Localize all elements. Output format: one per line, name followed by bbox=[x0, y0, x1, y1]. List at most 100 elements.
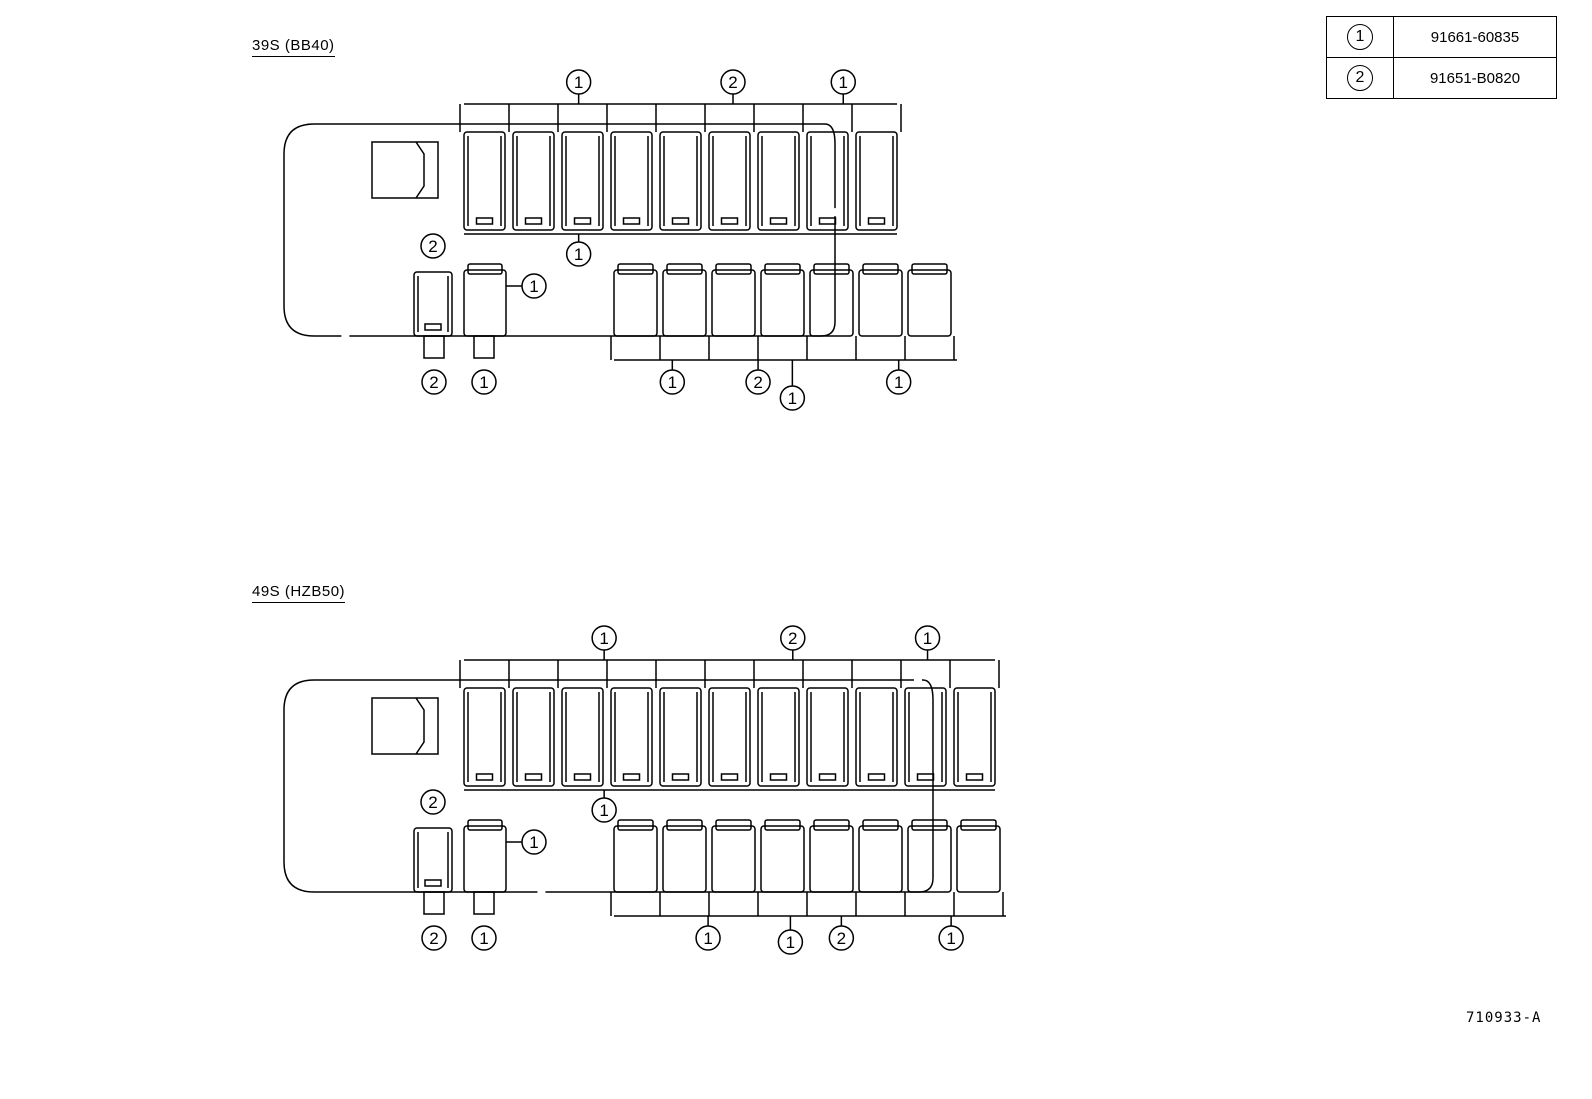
fuse-tab bbox=[720, 217, 739, 225]
callout-lower-left: 2 bbox=[421, 925, 447, 951]
callout-symbol: 2 bbox=[1347, 65, 1373, 91]
fuse-body bbox=[659, 687, 702, 787]
callout-lower-left: 1 bbox=[471, 925, 497, 951]
fuse-body bbox=[659, 131, 702, 231]
fuse-tab bbox=[573, 217, 592, 225]
callout-circle bbox=[421, 925, 447, 951]
fuse bbox=[757, 687, 800, 787]
fuse-body bbox=[561, 687, 604, 787]
callout-lower-right: 1 bbox=[695, 925, 721, 951]
relay-cap bbox=[467, 819, 503, 831]
fuse-tab bbox=[769, 773, 788, 781]
callout-top-bottom: 1 bbox=[565, 241, 592, 267]
callout-number: 2 bbox=[429, 929, 438, 948]
relay bbox=[760, 819, 805, 893]
fuse bbox=[413, 271, 453, 337]
fuse-tab bbox=[524, 217, 543, 225]
diagram-title-39s: 39S (BB40) bbox=[252, 37, 335, 57]
relay-body bbox=[809, 825, 854, 893]
relay-body bbox=[711, 825, 756, 893]
legend-row: 1 91661-60835 bbox=[1326, 16, 1557, 58]
relay-cap bbox=[715, 819, 752, 831]
diagram-title-49s: 49S (HZB50) bbox=[252, 583, 346, 603]
fuse-leg bbox=[473, 891, 495, 915]
relay bbox=[662, 263, 707, 337]
relay-cap bbox=[862, 263, 899, 275]
fuse-tab bbox=[818, 773, 837, 781]
fuse bbox=[512, 687, 555, 787]
fuse-tab bbox=[867, 217, 886, 225]
callout-circle bbox=[471, 925, 497, 951]
fuse bbox=[512, 131, 555, 231]
fuse-body bbox=[757, 131, 800, 231]
figure-reference: 710933-A bbox=[1466, 1010, 1542, 1026]
relay bbox=[662, 819, 707, 893]
relay bbox=[463, 263, 507, 337]
fuse-tab bbox=[424, 879, 442, 887]
callout-number: 1 bbox=[923, 629, 932, 648]
callout-circle bbox=[421, 369, 447, 395]
callout-top: 1 bbox=[914, 625, 941, 651]
relay-body bbox=[956, 825, 1001, 893]
fuse bbox=[806, 131, 849, 231]
callout-number: 2 bbox=[788, 629, 797, 648]
fuse-body bbox=[463, 687, 506, 787]
relay-cap bbox=[666, 819, 703, 831]
fuse bbox=[953, 687, 996, 787]
relay-cap bbox=[617, 263, 654, 275]
main-fuse bbox=[371, 697, 439, 755]
callout-lower-right: 1 bbox=[659, 369, 686, 395]
fuse-leg bbox=[473, 335, 495, 359]
relay-body bbox=[809, 269, 854, 337]
relay bbox=[711, 263, 756, 337]
fuse bbox=[413, 827, 453, 893]
block-outline bbox=[283, 123, 836, 337]
callout-circle bbox=[420, 233, 446, 259]
fuse bbox=[806, 687, 849, 787]
fuse bbox=[463, 131, 506, 231]
fuse bbox=[610, 687, 653, 787]
relay bbox=[809, 263, 854, 337]
relay bbox=[907, 263, 952, 337]
callout-number: 2 bbox=[429, 373, 438, 392]
fuse-tab bbox=[524, 773, 543, 781]
callout-lower-left: 2 bbox=[421, 369, 447, 395]
relay bbox=[858, 263, 903, 337]
fuse-tab bbox=[671, 217, 690, 225]
fuse bbox=[610, 131, 653, 231]
callout-lower-left: 1 bbox=[521, 829, 547, 855]
fuse-tab bbox=[769, 217, 788, 225]
fuse-tab bbox=[424, 323, 442, 331]
callout-symbol: 1 bbox=[1347, 24, 1373, 50]
callout-lower-right: 1 bbox=[938, 925, 964, 951]
fuse-tab bbox=[475, 217, 494, 225]
fuse-tab bbox=[671, 773, 690, 781]
fuse-body bbox=[413, 827, 453, 893]
callout-lower-right: 1 bbox=[885, 369, 912, 395]
callout-top: 2 bbox=[780, 625, 806, 651]
fuse-body bbox=[855, 687, 898, 787]
callout-number: 1 bbox=[574, 245, 583, 264]
relay-body bbox=[613, 825, 658, 893]
relay-body bbox=[463, 269, 507, 337]
callout-lower-left: 2 bbox=[420, 789, 446, 815]
fuse-body bbox=[463, 131, 506, 231]
legend-row: 2 91651-B0820 bbox=[1326, 57, 1557, 99]
fuse-leg bbox=[423, 891, 445, 915]
fuse-tab bbox=[475, 773, 494, 781]
callout-lower-right: 2 bbox=[828, 925, 855, 951]
callout-lower-left: 2 bbox=[420, 233, 446, 259]
relay bbox=[711, 819, 756, 893]
callout-circle bbox=[420, 789, 446, 815]
fuse-body bbox=[757, 687, 800, 787]
main-fuse-body bbox=[371, 141, 439, 199]
callout-lower-left: 1 bbox=[471, 369, 497, 395]
fuse-body bbox=[512, 131, 555, 231]
fuse-body bbox=[708, 131, 751, 231]
fuse-tab bbox=[867, 773, 886, 781]
callout-number: 1 bbox=[599, 801, 608, 820]
callout-number: 1 bbox=[668, 373, 677, 392]
callout-top: 1 bbox=[565, 69, 592, 95]
